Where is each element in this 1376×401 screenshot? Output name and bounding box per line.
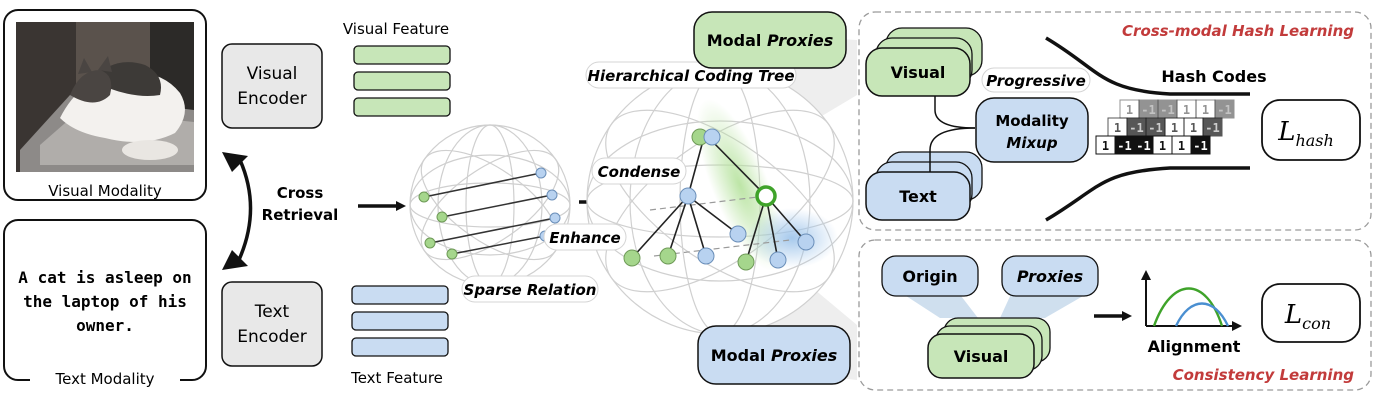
tree-label: Hierarchical Coding Tree <box>587 67 794 85</box>
visual-encoder-line1: Visual <box>247 64 298 84</box>
consistency-loss-box <box>1261 283 1361 343</box>
sparse-relation-sphere: Sparse Relation <box>409 124 599 303</box>
hash-code-value: 1 <box>1126 103 1133 117</box>
loss-symbol: L <box>1284 300 1302 330</box>
hash-code-value: -1 <box>1160 103 1174 117</box>
hash-code-value: -1 <box>1117 139 1131 153</box>
hash-code-cell <box>1202 117 1223 137</box>
condense-label: Condense <box>598 163 681 181</box>
text-encoder-line2: Encoder <box>237 327 307 347</box>
hash-code-value: -1 <box>1193 139 1207 153</box>
hash-code-value: 1 <box>1183 103 1190 117</box>
hash-code-cell <box>1190 135 1211 155</box>
consistency-panel-title: Consistency Learning <box>1173 366 1355 384</box>
visual-feature-label: Visual Feature <box>343 20 449 38</box>
retrieval-label: Retrieval <box>262 206 339 224</box>
sparse-relation-label: Sparse Relation <box>464 281 597 299</box>
hash-code-value: 1 <box>1159 139 1166 153</box>
modal-word: Modal <box>711 346 766 365</box>
hash-loss-box <box>1261 99 1361 161</box>
hash-code-value: -1 <box>1136 139 1150 153</box>
visual-modality-panel: Visual Modality <box>3 9 207 201</box>
modal-proxies-bottom: Modal Proxies <box>697 325 851 385</box>
visual-modality-caption: Visual Modality <box>48 182 162 200</box>
caption-line-3: owner. <box>76 316 134 335</box>
svg-text:Modal Proxies: Modal Proxies <box>711 346 838 365</box>
hash-panel-title: Cross-modal Hash Learning <box>1122 22 1354 40</box>
svg-text:Modal Proxies: Modal Proxies <box>707 31 834 50</box>
enhance-label: Enhance <box>549 229 620 247</box>
arrow-up-icon <box>222 152 248 172</box>
visual-encoder-line2: Encoder <box>237 89 307 109</box>
mixup-line2: Mixup <box>1006 134 1057 152</box>
loss-symbol: L <box>1277 117 1295 147</box>
proxies-word: Proxies <box>771 346 837 365</box>
consistency-visual-label: Visual <box>954 347 1009 366</box>
origin-label: Origin <box>902 267 957 286</box>
hash-code-value: 1 <box>1171 121 1178 135</box>
consistency-loss-subscript: con <box>1302 314 1331 333</box>
hash-code-cell <box>1214 99 1235 119</box>
caption-line-2: the laptop of his <box>23 292 187 311</box>
proxies-label: Proxies <box>1017 267 1083 286</box>
modal-proxies-top: Modal Proxies <box>693 11 847 69</box>
visual-encoder-box: Visual Encoder <box>221 43 323 129</box>
hash-code-value: 1 <box>1102 139 1109 153</box>
hash-code-value: -1 <box>1205 121 1219 135</box>
hash-code-value: 1 <box>1190 121 1197 135</box>
hash-code-value: -1 <box>1141 103 1155 117</box>
cross-label: Cross <box>277 184 324 202</box>
consistency-panel: Consistency Learning Origin Proxies Visu… <box>858 239 1372 391</box>
hash-code-value: 1 <box>1202 103 1209 117</box>
text-feature-label: Text Feature <box>350 369 443 387</box>
proxies-word: Proxies <box>767 31 833 50</box>
alignment-plot <box>1141 270 1242 331</box>
svg-text:Lhash: Lhash <box>1277 117 1334 150</box>
hash-code-value: -1 <box>1148 121 1162 135</box>
text-encoder-box: Text Encoder <box>221 281 323 367</box>
proxy-node-highlight <box>755 185 777 207</box>
cat-photo <box>16 22 194 172</box>
arrow-down-icon <box>222 250 248 270</box>
hash-visual-label: Visual <box>891 63 946 82</box>
text-modality-panel: A cat is asleep on the laptop of his own… <box>3 219 207 388</box>
hash-code-value: 1 <box>1178 139 1185 153</box>
coding-tree-sphere: Hierarchical Coding Tree Condense Enhanc… <box>543 61 854 335</box>
progressive-label: Progressive <box>986 72 1086 90</box>
cross-retrieval: Cross Retrieval <box>222 152 338 270</box>
hash-code-value: -1 <box>1129 121 1143 135</box>
hash-text-label: Text <box>899 187 937 206</box>
alignment-label: Alignment <box>1148 337 1241 356</box>
hash-codes-label: Hash Codes <box>1161 67 1266 86</box>
svg-text:Lcon: Lcon <box>1284 300 1331 333</box>
text-encoder-line1: Text <box>254 302 290 322</box>
modality-mixup-box <box>975 97 1089 163</box>
text-feature-stack: Text Feature <box>350 285 449 387</box>
hash-code-value: 1 <box>1114 121 1121 135</box>
modal-word: Modal <box>707 31 762 50</box>
hash-loss-subscript: hash <box>1295 131 1333 150</box>
text-modality-caption: Text Modality <box>54 370 154 388</box>
hash-learning-panel: Cross-modal Hash Learning Visual Text Pr… <box>858 11 1372 231</box>
visual-feature-stack: Visual Feature <box>343 20 451 117</box>
hash-code-value: -1 <box>1217 103 1231 117</box>
caption-line-1: A cat is asleep on <box>18 268 191 287</box>
mixup-line1: Modality <box>995 112 1069 130</box>
